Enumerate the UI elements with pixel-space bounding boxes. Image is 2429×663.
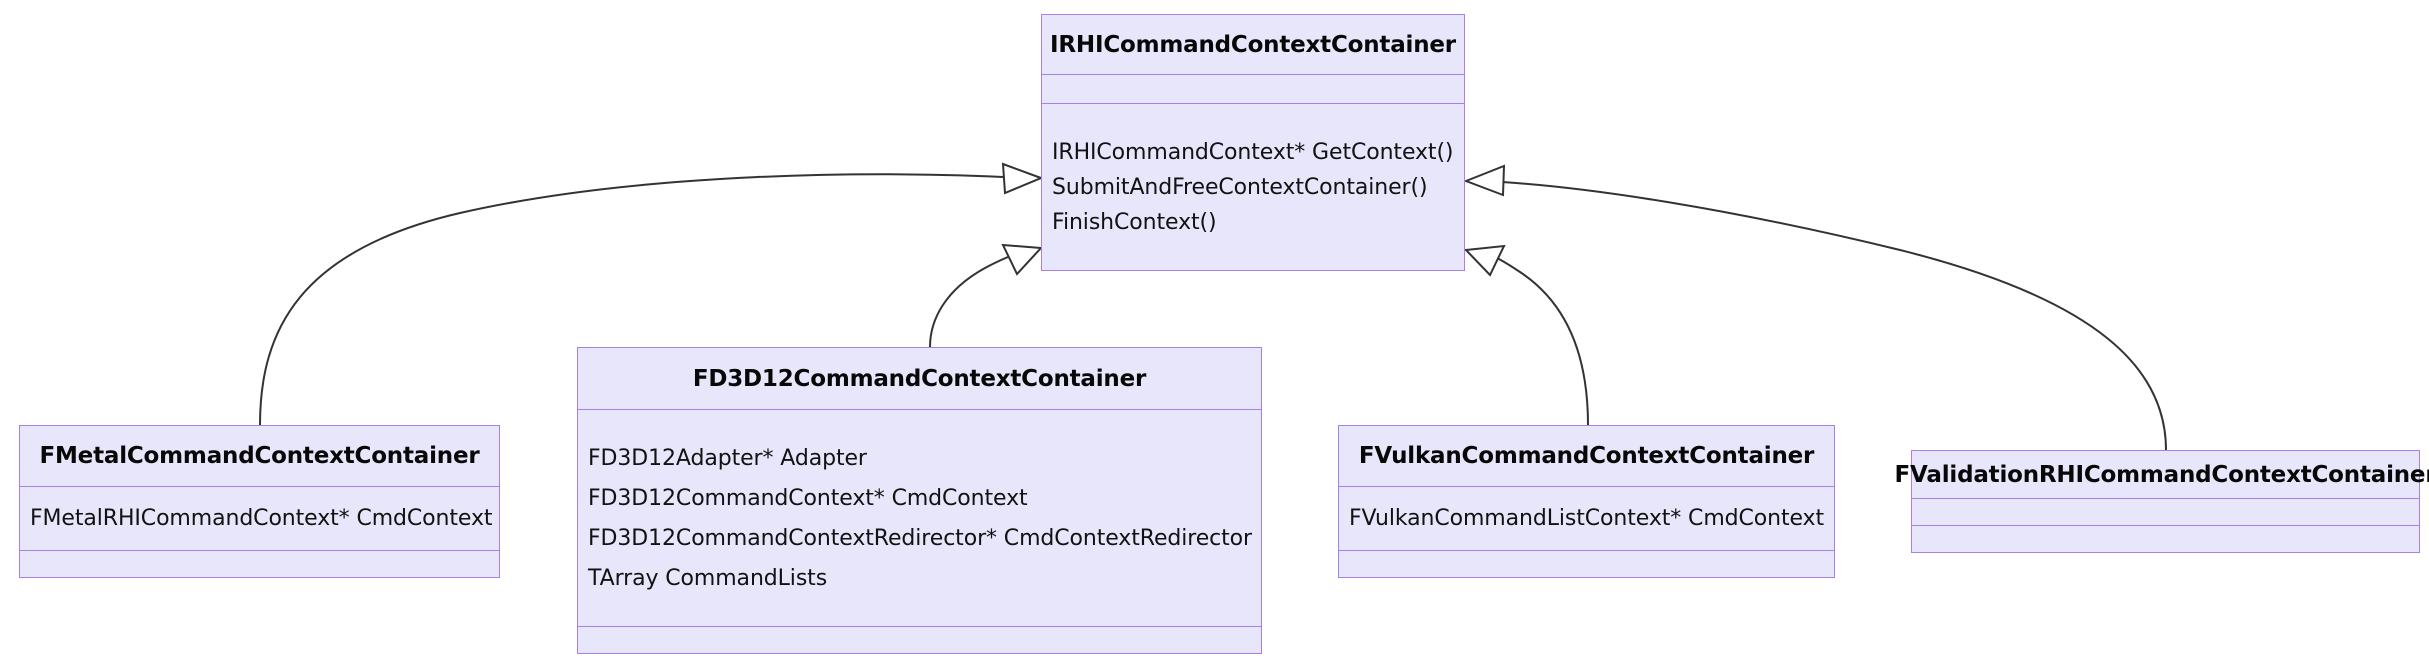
compartment-divider [1339, 550, 1834, 551]
class-title: FD3D12CommandContextContainer [692, 365, 1147, 392]
compartment-divider [1339, 486, 1834, 487]
operations-compartment [1912, 526, 2419, 552]
class-box-fvalidationrhicommandcontextcontainer[interactable]: FValidationRHICommandContextContainer [1894, 450, 2429, 553]
attribute-row: FD3D12Adapter* Adapter [588, 445, 867, 471]
attributes-compartment: FMetalRHICommandContext* CmdContext [20, 487, 499, 550]
connector-validation-to-irhi [1463, 164, 2167, 451]
attribute-row: FMetalRHICommandContext* CmdContext [30, 506, 493, 531]
inheritance-arrowhead [1463, 244, 1506, 277]
connector-vulkan-to-irhi [1463, 244, 1589, 426]
operations-compartment [578, 627, 1261, 653]
attribute-row: FVulkanCommandListContext* CmdContext [1349, 506, 1824, 531]
compartment-divider [578, 409, 1261, 410]
operations-compartment [1339, 551, 1834, 577]
class-title: FVulkanCommandContextContainer [1358, 443, 1815, 469]
attributes-compartment [1042, 75, 1464, 103]
class-title: FMetalCommandContextContainer [39, 443, 480, 469]
operations-compartment [20, 551, 499, 577]
compartment-divider [1912, 525, 2419, 526]
class-box-fd3d12commandcontextcontainer[interactable]: FD3D12CommandContextContainer FD3D12Adap… [577, 347, 1262, 654]
attribute-row: FD3D12CommandContextRedirector* CmdConte… [588, 525, 1252, 551]
class-box-fmetalcommandcontextcontainer[interactable]: FMetalCommandContextContainer FMetalRHIC… [19, 425, 500, 578]
attributes-compartment [1912, 499, 2419, 525]
inheritance-arrowhead [1001, 243, 1044, 276]
operation-row: SubmitAndFreeContextContainer() [1052, 174, 1428, 200]
operation-row: IRHICommandContext* GetContext() [1052, 139, 1454, 165]
compartment-divider [20, 486, 499, 487]
class-box-irhicommandcontextcontainer[interactable]: IRHICommandContextContainer IRHICommandC… [1041, 14, 1465, 271]
operation-row: FinishContext() [1052, 209, 1217, 235]
attribute-row: TArray CommandLists [588, 565, 828, 591]
connector-d3d12-to-irhi [929, 243, 1044, 348]
compartment-divider [1042, 74, 1464, 75]
compartment-divider [20, 550, 499, 551]
inheritance-arrowhead [1463, 164, 1506, 197]
attribute-row: FD3D12CommandContext* CmdContext [588, 485, 1028, 511]
inheritance-arrowhead [1001, 162, 1044, 195]
class-title: IRHICommandContextContainer [1050, 31, 1456, 58]
class-box-fvulkancommandcontextcontainer[interactable]: FVulkanCommandContextContainer FVulkanCo… [1338, 425, 1835, 578]
compartment-divider [1912, 498, 2419, 499]
compartment-divider [578, 626, 1261, 627]
compartment-divider [1042, 103, 1464, 104]
operations-compartment: IRHICommandContext* GetContext() SubmitA… [1042, 104, 1464, 270]
attributes-compartment: FD3D12Adapter* Adapter FD3D12CommandCont… [578, 410, 1261, 626]
class-title: FValidationRHICommandContextContainer [1894, 461, 2429, 488]
attributes-compartment: FVulkanCommandListContext* CmdContext [1339, 487, 1834, 550]
